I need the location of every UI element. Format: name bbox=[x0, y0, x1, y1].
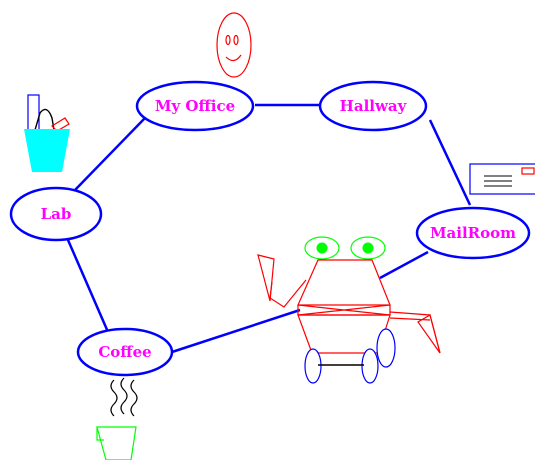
node-mailroom[interactable]: MailRoom bbox=[415, 206, 531, 260]
node-coffee-label: Coffee bbox=[98, 343, 151, 361]
smiley-face-icon bbox=[216, 12, 252, 78]
edge-hallway-mailroom bbox=[428, 119, 472, 206]
edge-lab-coffee bbox=[66, 239, 110, 333]
steaming-coffee-cup-icon bbox=[96, 377, 138, 460]
robot-wheel-back bbox=[376, 328, 396, 368]
edge-myoffice-lab bbox=[74, 117, 146, 191]
robot-wheel-left bbox=[304, 348, 322, 384]
envelope-icon bbox=[469, 163, 535, 195]
node-coffee-ellipse bbox=[76, 327, 174, 377]
node-lab-ellipse bbox=[9, 186, 103, 242]
node-hallway[interactable]: Hallway bbox=[318, 80, 428, 132]
edge-robot-mailroom bbox=[379, 250, 429, 280]
node-my-office-ellipse bbox=[135, 80, 255, 132]
node-hallway-ellipse bbox=[318, 80, 428, 132]
robot-wheel-right bbox=[361, 348, 379, 384]
node-mailroom-ellipse bbox=[415, 206, 531, 260]
node-my-office-label: My Office bbox=[155, 97, 235, 115]
trash-bin-icon bbox=[24, 94, 70, 172]
robot-crab-icon bbox=[257, 236, 441, 384]
edge-coffee-robot bbox=[171, 308, 301, 354]
node-hallway-label: Hallway bbox=[340, 97, 408, 115]
node-lab-label: Lab bbox=[41, 205, 72, 223]
node-my-office[interactable]: My Office bbox=[135, 80, 255, 132]
node-lab[interactable]: Lab bbox=[9, 186, 103, 242]
edges bbox=[66, 103, 472, 354]
node-mailroom-label: MailRoom bbox=[430, 224, 516, 242]
node-coffee[interactable]: Coffee bbox=[76, 327, 174, 377]
